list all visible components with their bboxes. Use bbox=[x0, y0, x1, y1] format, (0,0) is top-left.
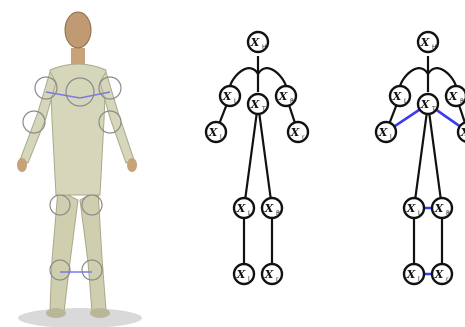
node-label: X bbox=[208, 126, 218, 139]
edge-t-lul bbox=[414, 104, 428, 208]
left-arm bbox=[20, 72, 56, 163]
node-label: X bbox=[236, 202, 246, 215]
node-subscript: R bbox=[446, 210, 450, 217]
neck bbox=[71, 48, 85, 64]
right-leg bbox=[80, 190, 106, 312]
torso bbox=[50, 64, 106, 195]
node-label: X bbox=[460, 126, 465, 139]
node-label: X bbox=[264, 268, 274, 281]
node-label: X bbox=[264, 202, 274, 215]
node-subscript: T bbox=[261, 106, 266, 113]
node-label: X bbox=[278, 90, 288, 103]
node-label: X bbox=[222, 90, 232, 103]
right-arm bbox=[100, 72, 134, 163]
edge-torso-lua bbox=[400, 68, 428, 86]
node-subscript: H bbox=[432, 44, 437, 51]
head bbox=[65, 12, 91, 48]
human-body-panel bbox=[17, 12, 142, 327]
node-label: X bbox=[406, 268, 416, 281]
right-hand bbox=[127, 158, 137, 172]
node-label: X bbox=[434, 202, 444, 215]
node-label: X bbox=[406, 202, 416, 215]
node-label: X bbox=[420, 36, 430, 49]
left-hand bbox=[17, 158, 27, 172]
node-subscript: R bbox=[290, 98, 294, 105]
node-subscript: H bbox=[262, 44, 267, 51]
node-label: X bbox=[420, 98, 430, 111]
node-subscript: R bbox=[460, 98, 464, 105]
node-label: X bbox=[250, 98, 260, 111]
edge-t-rul bbox=[428, 104, 442, 208]
node-label: X bbox=[434, 268, 444, 281]
edge-torso-lua bbox=[230, 68, 258, 86]
right-foot bbox=[90, 308, 110, 318]
node-label: X bbox=[250, 36, 260, 49]
node-label: X bbox=[392, 90, 402, 103]
edge-t-lul bbox=[244, 104, 258, 208]
node-label: X bbox=[290, 126, 300, 139]
node-subscript: R bbox=[276, 210, 280, 217]
floor-shadow bbox=[18, 308, 142, 327]
edge-torso-rua bbox=[258, 68, 286, 86]
edge-torso-rua bbox=[428, 68, 456, 86]
edge-t-rul bbox=[258, 104, 272, 208]
node-label: X bbox=[448, 90, 458, 103]
left-foot bbox=[46, 308, 66, 318]
node-subscript: T bbox=[431, 106, 436, 113]
left-leg bbox=[50, 190, 78, 312]
node-label: X bbox=[378, 126, 388, 139]
node-label: X bbox=[236, 268, 246, 281]
